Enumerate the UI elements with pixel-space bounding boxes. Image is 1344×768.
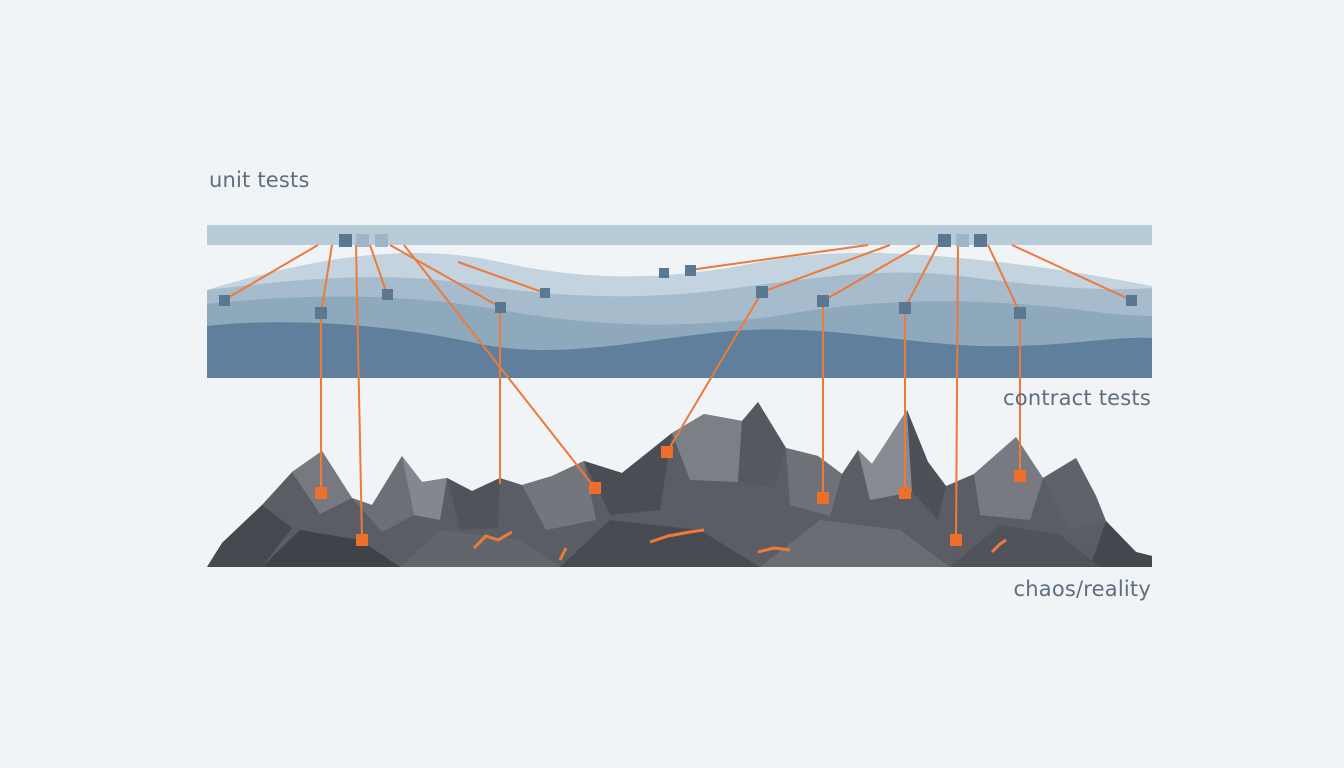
contract-node [817,295,829,307]
rock-facet [402,456,447,520]
chaos-node [950,534,962,546]
unit-node [375,234,388,247]
rock-facet [858,410,912,500]
contract-tests-label: contract tests [1003,386,1151,410]
contract-wave-dark [207,322,1152,378]
chaos-node [661,446,673,458]
connectors [223,244,1132,541]
unit-node [956,234,969,247]
rock-facet [974,437,1043,520]
rock-facet [907,410,946,520]
chaos-node [1014,470,1026,482]
chaos-node [817,492,829,504]
unit-node [938,234,951,247]
contract-node [540,288,550,298]
contract-node [495,302,506,313]
contract-node [1014,307,1026,319]
chaos-node [356,534,368,546]
contract-layer [207,252,1152,378]
chaos-node [589,482,601,494]
rock-facet [522,461,596,530]
rock-facet [207,505,292,567]
unit-nodes [339,234,987,247]
connector-line [369,244,388,295]
connector-line [457,261,546,294]
chaos-node [899,487,911,499]
contract-node [382,289,393,300]
chaos-reality-label: chaos/reality [1013,577,1151,601]
connector-line [904,244,939,309]
contract-nodes [219,265,1137,319]
rock-facet [950,525,1100,567]
connector-line [389,244,501,308]
rock-facet [760,520,950,567]
contract-node [756,286,768,298]
connector-line [223,244,319,301]
connector-line [761,244,891,293]
contract-node [315,307,327,319]
rock-facet [400,530,560,567]
contract-node [219,295,230,306]
contract-node [659,268,669,278]
rock-facet [447,478,500,530]
unit-node [339,234,352,247]
lava-crack [757,546,791,554]
unit-node [974,234,987,247]
unit-tests-band [207,225,1152,245]
lava-crack [472,530,513,550]
chaos-nodes [315,446,1026,546]
rock-facet [584,433,672,515]
connector-line [987,244,1021,314]
unit-node [356,234,369,247]
contract-node [899,302,911,314]
chaos-layer [207,402,1152,567]
connector-line [689,244,869,271]
connector-line [666,291,763,453]
rock-facet [560,520,760,567]
contract-node [685,265,696,276]
unit-tests-label: unit tests [209,168,310,192]
connector-line [355,244,363,541]
lava-crack [558,547,568,561]
connector-line [1011,244,1132,301]
rock-facet [262,530,400,567]
rock-facet [1090,521,1152,567]
connector-line [822,244,921,302]
connector-line [320,244,333,314]
connector-line [403,244,596,489]
rock-facet [1043,458,1106,530]
rock-facet [672,414,742,482]
rock-facet [738,402,786,488]
connector-line [955,244,959,541]
rock-facet [352,456,414,532]
lava-crack [990,538,1007,554]
contract-node [1126,295,1137,306]
chaos-node [315,487,327,499]
lava-crack [649,528,705,544]
